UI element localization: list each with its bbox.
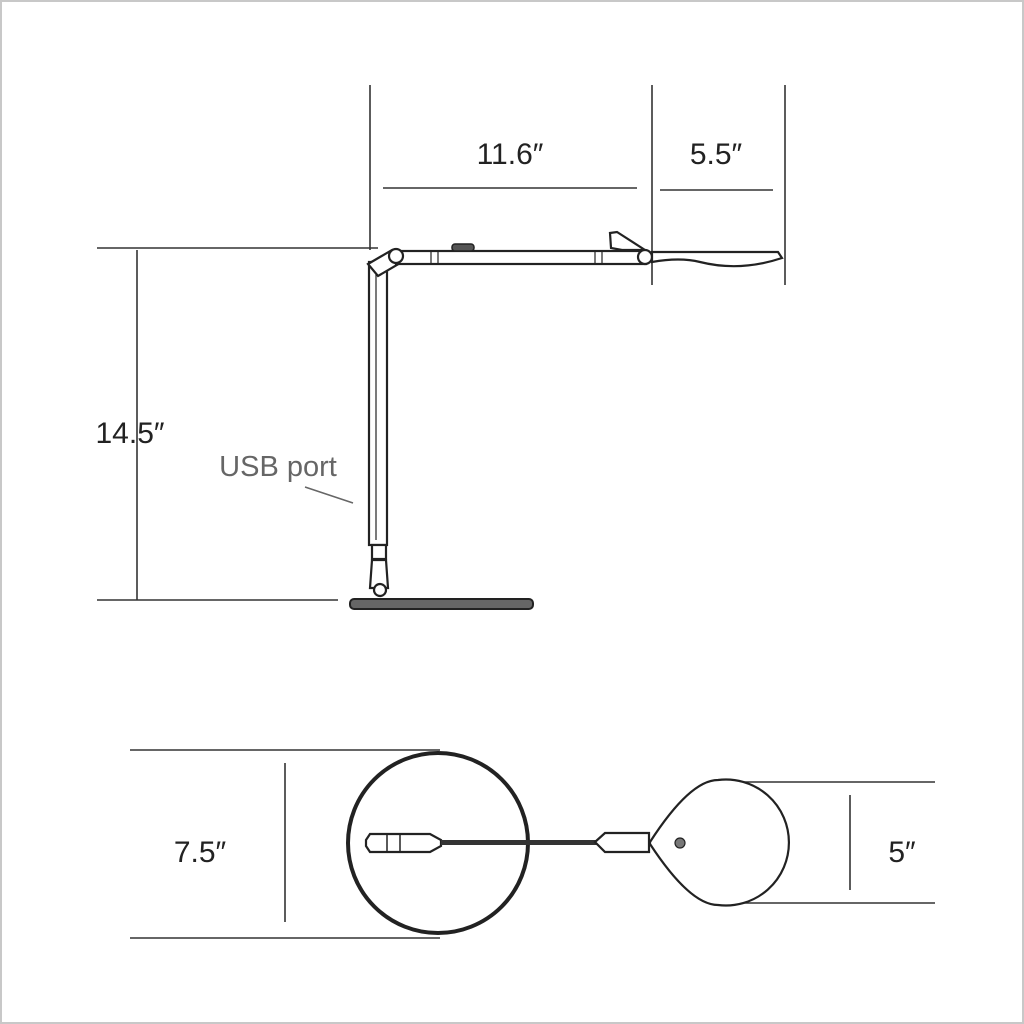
arm-length-label: 11.6″ — [477, 138, 544, 171]
arm-rod — [441, 840, 601, 845]
lamp-arm — [366, 230, 784, 278]
joint — [636, 248, 654, 266]
head-diameter-label: 5″ — [888, 836, 916, 869]
screw — [674, 837, 686, 849]
head-length-label: 5.5″ — [690, 138, 743, 171]
lamp-pole — [349, 260, 534, 610]
top-view: 7.5″ 5″ — [130, 749, 935, 939]
pole-connector — [364, 832, 443, 854]
lamp-head — [650, 250, 784, 268]
lamp-base — [349, 598, 534, 610]
usb-leader-line — [304, 486, 354, 504]
side-view: 11.6″ 5.5″ 14.5″ USB port — [95, 85, 786, 610]
head-outline — [648, 778, 790, 907]
switch-button — [451, 243, 475, 252]
height-label: 14.5″ — [95, 417, 164, 450]
head-connector — [593, 831, 651, 854]
joint — [387, 247, 405, 265]
usb-port-label: USB port — [219, 451, 337, 483]
base-diameter-label: 7.5″ — [174, 836, 227, 869]
